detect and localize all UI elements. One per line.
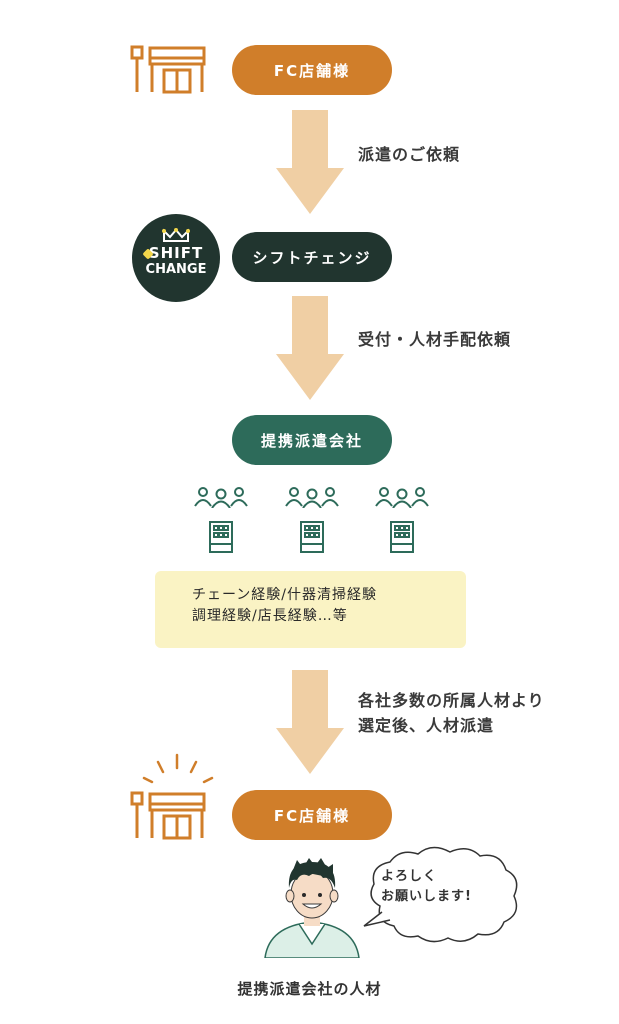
node-fc-store-top-label: FC店舗様 [273,61,351,80]
logo-text-shift: SHIFT [148,244,204,262]
crown-icon [162,228,190,242]
building-icon [209,521,233,553]
building-icon [300,521,324,553]
arrow-down-3 [276,670,344,774]
store-icon [130,791,206,840]
step-label-request: 派遣のご依頼 [358,145,461,164]
store-icon [130,45,206,94]
speech-bubble-text: よろしく お願いします! [381,869,472,904]
shift-change-logo: SHIFT CHANGE [132,214,220,302]
step-label-dispatch: 各社多数の所属人材より 選定後、人材派遣 [358,691,545,735]
experience-box: チェーン経験/什器清掃経験 調理経験/店長経験…等 [155,571,466,648]
node-partner-agency: 提携派遣会社 [232,415,392,465]
agency-group-3 [374,486,430,558]
node-fc-store-top: FC店舗様 [232,45,392,95]
staff-person-illustration [264,858,360,958]
arrow-down-1 [276,110,344,214]
people-icon [375,487,429,508]
node-partner-agency-label: 提携派遣会社 [260,431,363,450]
experience-line-1: チェーン経験/什器清掃経験 [192,587,378,603]
agency-group-2 [284,486,340,558]
node-shift-change: シフトチェンジ [232,232,392,282]
building-icon [390,521,414,553]
people-icon [194,487,248,508]
node-fc-store-bottom-label: FC店舗様 [273,806,351,825]
experience-line-2: 調理経験/店長経験…等 [192,608,348,624]
arrow-down-2 [276,296,344,400]
sparkle-icon [142,753,214,784]
speech-bubble [363,846,518,943]
people-icon [285,487,339,508]
staff-caption: 提携派遣会社の人材 [237,980,382,998]
logo-text-change: CHANGE [145,262,207,277]
node-fc-store-bottom: FC店舗様 [232,790,392,840]
step-label-reception: 受付・人材手配依頼 [358,330,512,349]
agency-group-1 [193,486,249,558]
node-shift-change-label: シフトチェンジ [252,248,372,267]
